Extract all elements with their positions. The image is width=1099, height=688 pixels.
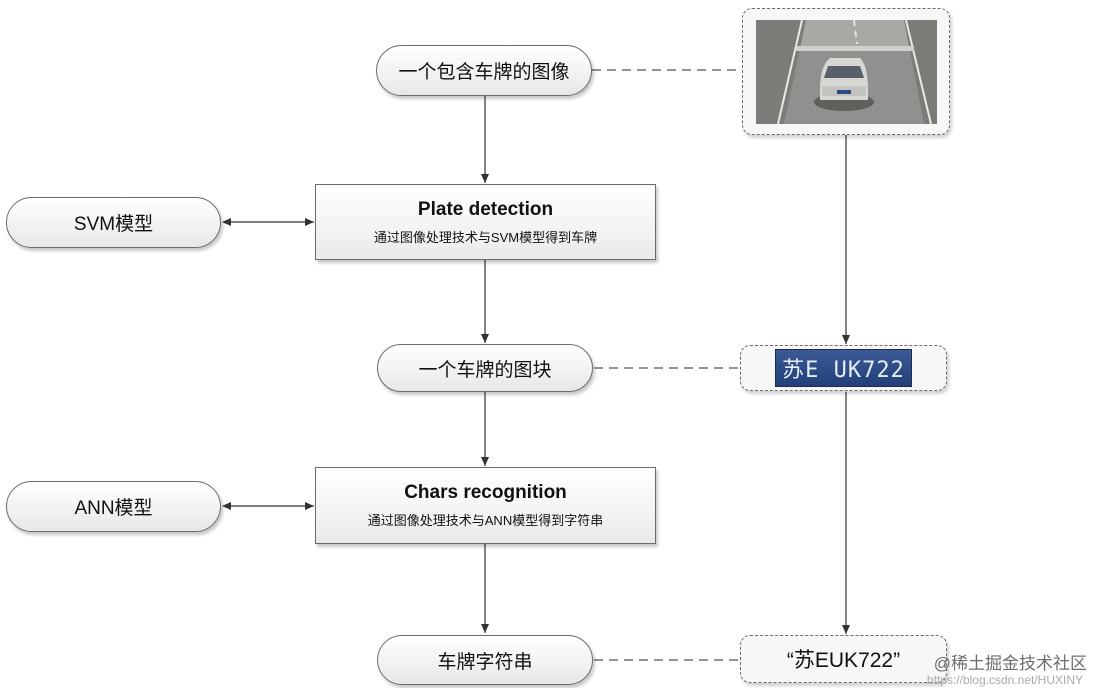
plate-detection-title: Plate detection <box>417 198 554 220</box>
car-photo-image <box>755 19 937 124</box>
node-chars-recognition: Chars recognition 通过图像处理技术与ANN模型得到字符串 <box>315 467 656 544</box>
node-ann-model-label: ANN模型 <box>74 498 153 519</box>
node-plate-detection: Plate detection 通过图像处理技术与SVM模型得到车牌 <box>315 184 656 260</box>
plate-crop-image: 苏E UK722 <box>775 349 912 387</box>
example-result-string: “苏EUK722” <box>740 635 947 683</box>
node-svm-model-label: SVM模型 <box>73 214 154 235</box>
node-svm-model: SVM模型 <box>6 197 221 248</box>
node-input-image-label: 一个包含车牌的图像 <box>398 62 570 83</box>
example-plate-crop: 苏E UK722 <box>740 345 947 391</box>
chars-recognition-subtitle: 通过图像处理技术与ANN模型得到字符串 <box>367 513 604 528</box>
watermark-main: @稀土掘金技术社区 <box>933 654 1087 673</box>
node-plate-block-label: 一个车牌的图块 <box>418 359 552 381</box>
example-car-photo <box>742 8 950 135</box>
node-plate-block: 一个车牌的图块 <box>377 344 593 392</box>
chars-recognition-title: Chars recognition <box>404 482 567 503</box>
result-string-text: “苏EUK722” <box>786 649 901 672</box>
plate-detection-subtitle: 通过图像处理技术与SVM模型得到车牌 <box>373 229 598 245</box>
node-plate-string: 车牌字符串 <box>377 635 593 685</box>
node-plate-string-label: 车牌字符串 <box>437 651 533 673</box>
watermark-url: https://blog.csdn.net/HUXINY <box>926 673 1083 687</box>
node-input-image: 一个包含车牌的图像 <box>376 45 592 96</box>
node-ann-model: ANN模型 <box>6 481 221 532</box>
